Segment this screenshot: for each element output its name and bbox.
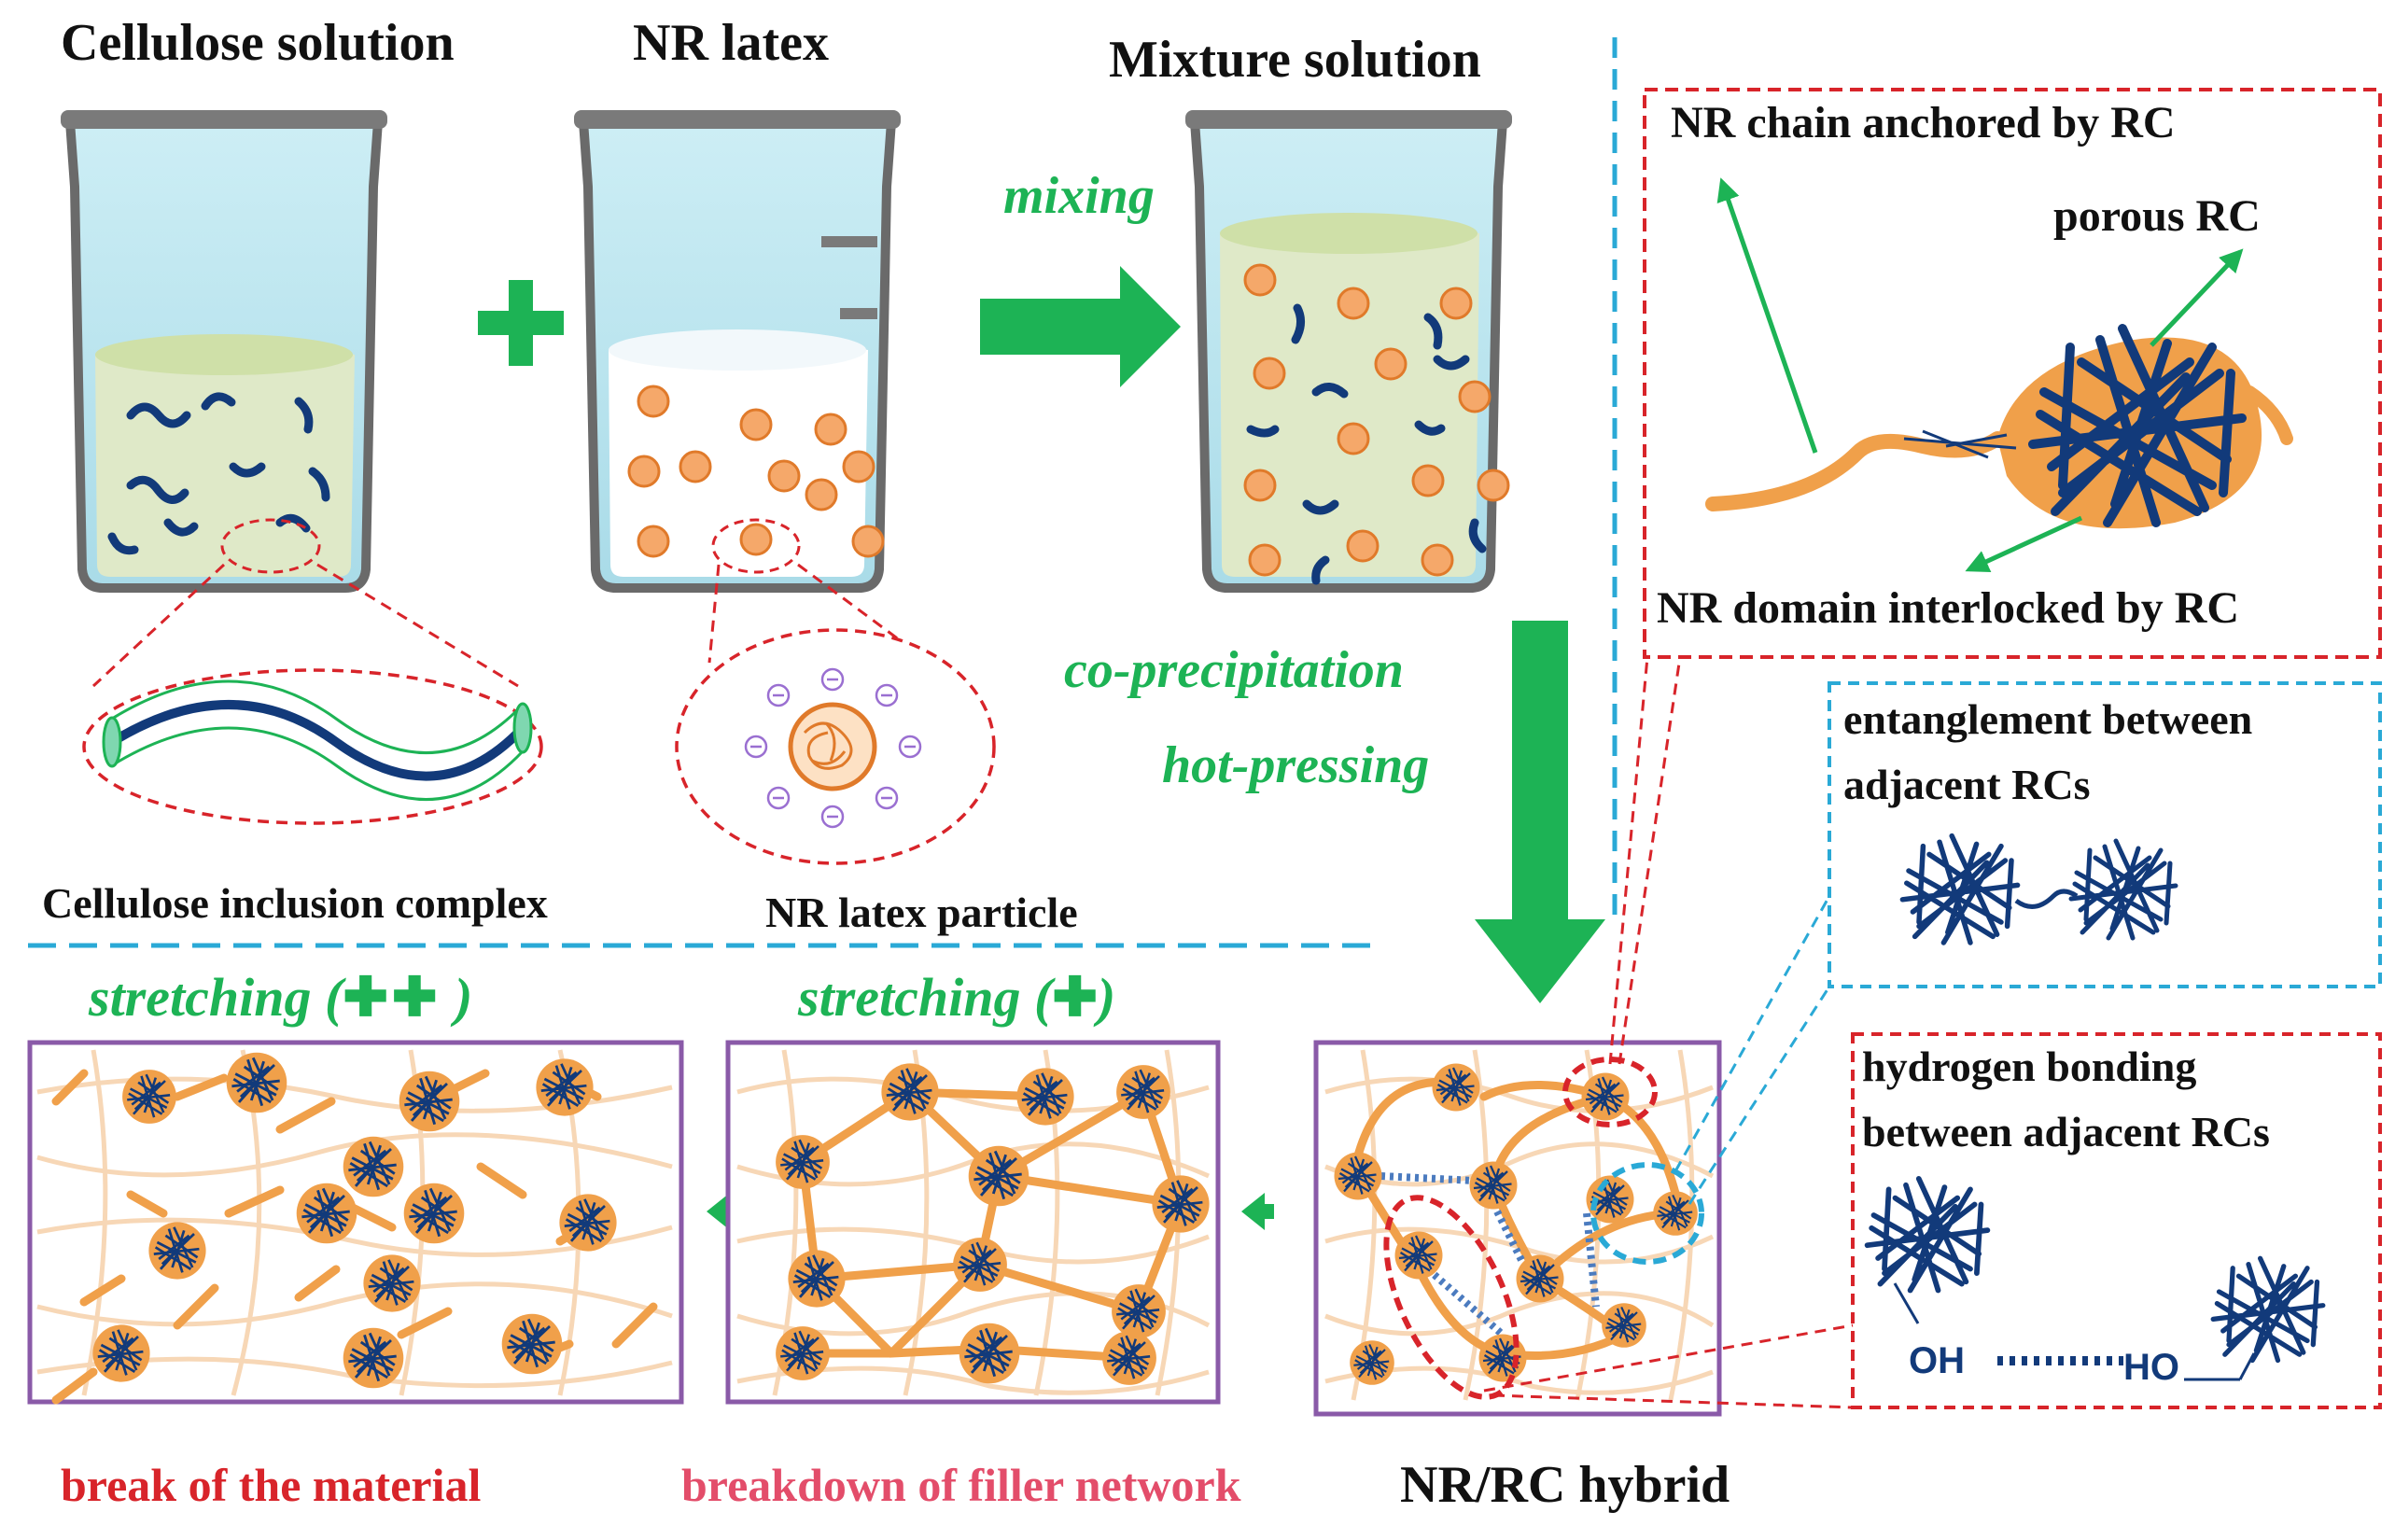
- callout-anchored: NR chain anchored by RC: [1671, 98, 2176, 147]
- caption-nr-latex-particle: NR latex particle: [765, 889, 1078, 936]
- beaker-mixture: [1185, 110, 1512, 593]
- caption-cellulose-inclusion-complex: Cellulose inclusion complex: [42, 879, 548, 927]
- entanglement-callout: [1828, 681, 2382, 988]
- stretching-double-suffix: ): [441, 967, 473, 1028]
- arrow-left-1: [1241, 1193, 1274, 1230]
- processing-arrow: [1475, 621, 1605, 1003]
- callout-hbond-line1: hydrogen bonding: [1862, 1043, 2197, 1090]
- zoom-cellulose-complex: [82, 563, 543, 825]
- mixing-arrow: [980, 266, 1181, 387]
- outcome-breakdown: breakdown of filler network: [681, 1459, 1241, 1511]
- callout-hbond-line2: between adjacent RCs: [1862, 1108, 2270, 1155]
- stretching-double: stretching (✚✚ ): [89, 971, 472, 1025]
- callout-interlocked: NR domain interlocked by RC: [1657, 583, 2240, 633]
- panel-break: [27, 1040, 684, 1405]
- step-co-precipitation: co-precipitation: [1064, 641, 1404, 699]
- panel-hybrid: [1313, 1040, 1722, 1417]
- callout-porous: porous RC: [2053, 191, 2261, 241]
- beaker-nr-latex: [574, 110, 901, 593]
- zoom-nr-latex-particle: [675, 563, 996, 865]
- rc-structure-callout: [1643, 88, 2382, 659]
- plus-icon-single: ✚: [1052, 967, 1098, 1028]
- callout-entanglement-line2: adjacent RCs: [1843, 761, 2091, 808]
- title-nr-latex: NR latex: [633, 14, 829, 72]
- beaker-cellulose: [61, 110, 387, 593]
- callout-connectors: [1483, 656, 1854, 1409]
- plus-icon: [478, 280, 564, 366]
- panel-breakdown: [725, 1040, 1221, 1405]
- step-mixing: mixing: [1003, 167, 1155, 225]
- plus-icon-double: ✚✚: [343, 967, 441, 1028]
- stretching-single: stretching (✚): [798, 971, 1115, 1025]
- title-cellulose-solution: Cellulose solution: [61, 14, 455, 72]
- label-ho: HO: [2123, 1347, 2179, 1388]
- title-mixture-solution: Mixture solution: [1109, 31, 1481, 89]
- hydrogen-bonding-callout: [1851, 1032, 2382, 1409]
- label-oh: OH: [1909, 1340, 1965, 1381]
- outcome-break: break of the material: [61, 1459, 482, 1511]
- stretching-single-prefix: stretching (: [798, 967, 1053, 1028]
- outcome-hybrid: NR/RC hybrid: [1400, 1456, 1730, 1514]
- step-hot-pressing: hot-pressing: [1162, 736, 1430, 794]
- stretching-single-suffix: ): [1097, 967, 1116, 1028]
- stretching-double-prefix: stretching (: [89, 967, 343, 1028]
- callout-entanglement-line1: entanglement between: [1843, 695, 2253, 743]
- arrow-left-2: [707, 1193, 739, 1230]
